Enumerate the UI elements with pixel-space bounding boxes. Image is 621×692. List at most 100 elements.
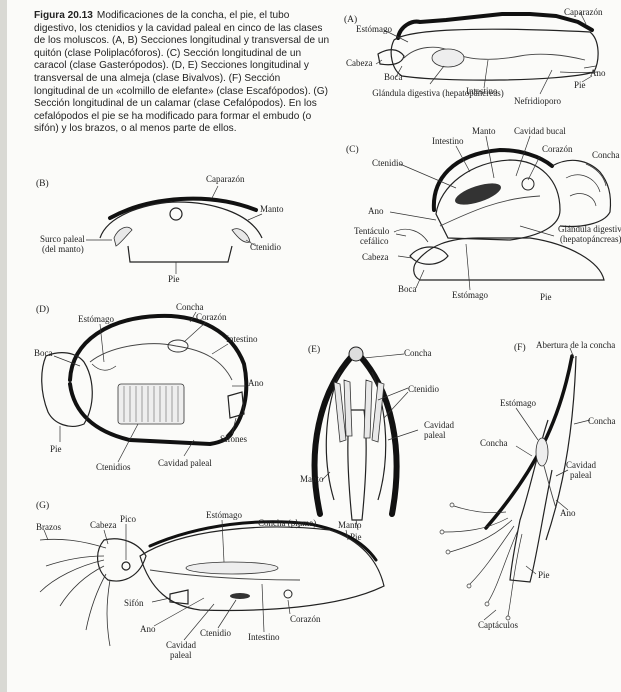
panel-b: (B) Caparazón Manto Surco paleal (del ma… (36, 174, 284, 284)
label-b-manto: Manto (260, 204, 284, 214)
label-e-concha: Concha (404, 348, 432, 358)
panel-f-letter: (F) (514, 342, 526, 353)
panel-e: (E) Concha Ctenidio Cavidad paleal Manto… (300, 344, 454, 542)
chiton-digestive-gland (432, 49, 464, 67)
label-g-brazos: Brazos (36, 522, 61, 532)
label-d-sifones: Sifones (220, 434, 247, 444)
label-d-concha: Concha (176, 302, 204, 312)
label-c-intestino: Intestino (432, 136, 464, 146)
panel-d-letter: (D) (36, 304, 49, 315)
chiton-b-ctenidium-left (114, 227, 132, 246)
label-a-ano: Ano (590, 68, 606, 78)
label-c-boca: Boca (398, 284, 417, 294)
label-d-corazon: Corazón (196, 312, 227, 322)
label-b-pie: Pie (168, 274, 180, 284)
squid-head (98, 539, 146, 581)
label-a-intestino: Intestino (466, 86, 498, 96)
clam-e-gill-2 (344, 380, 352, 436)
chiton-b-gut (170, 208, 182, 220)
squid-heart (284, 590, 292, 598)
clam-intestine (90, 344, 232, 380)
label-e-manto: Manto (300, 474, 324, 484)
label-d-intestino: Intestino (226, 334, 258, 344)
panel-c: (C) Manto Intestino Cavidad bucal Corazó… (346, 126, 621, 302)
label-a-estomago: Estómago (356, 24, 392, 34)
clam-e-gill-3 (364, 380, 372, 438)
label-d-pie: Pie (50, 444, 62, 454)
label-b-ctenidio: Ctenidio (250, 242, 281, 252)
label-f-ano: Ano (560, 508, 576, 518)
chiton-b-foot (128, 246, 232, 262)
label-a-nefridioporo: Nefridioporo (514, 96, 561, 106)
label-a-cabeza: Cabeza (346, 58, 372, 68)
snail-foot (414, 238, 604, 280)
panel-g: (G) Brazos Cabeza Pico Estó (36, 500, 384, 660)
label-b-surco: Surco paleal (40, 234, 85, 244)
label-c-estomago: Estómago (452, 290, 488, 300)
panel-d: (D) Concha Estómago Corazón Intestino Bo… (34, 302, 264, 472)
label-g-cabeza: Cabeza (90, 520, 116, 530)
squid-stomach (186, 562, 278, 574)
clam-e-hinge (349, 347, 363, 361)
label-c-manto: Manto (472, 126, 496, 136)
label-d-estomago: Estómago (78, 314, 114, 324)
label-c-tentaculo: Tentáculo (354, 226, 390, 236)
clam-ctenidia (118, 384, 184, 424)
clam-siphons (228, 392, 244, 418)
label-d-boca: Boca (34, 348, 53, 358)
panel-a: (A) Caparazón Estómago Cabeza Boca Glánd… (344, 7, 606, 106)
clam-stomach (92, 364, 116, 370)
label-g-estomago: Estómago (206, 510, 242, 520)
chiton-b-ctenidium-right (232, 229, 250, 243)
snail-whorl-line-3 (586, 164, 606, 186)
label-f-estomago: Estómago (500, 398, 536, 408)
label-c-glandula-2: (hepatopáncreas) (560, 234, 621, 244)
label-g-ano: Ano (140, 624, 156, 634)
label-f-captaculos: Captáculos (478, 620, 518, 630)
label-f-pie: Pie (538, 570, 550, 580)
label-d-ano: Ano (248, 378, 264, 388)
label-e-cavidad: Cavidad (424, 420, 454, 430)
panel-e-letter: (E) (308, 344, 320, 355)
label-c-cavidad-bucal: Cavidad bucal (514, 126, 566, 136)
label-e-cavidad-2: paleal (424, 430, 446, 440)
label-c-pie: Pie (540, 292, 552, 302)
label-f-concha-right: Concha (588, 416, 616, 426)
label-e-ctenidio: Ctenidio (408, 384, 439, 394)
label-c-cabeza: Cabeza (362, 252, 388, 262)
panel-c-letter: (C) (346, 144, 359, 155)
label-g-ctenidio: Ctenidio (200, 628, 231, 638)
label-d-ctenidios: Ctenidios (96, 462, 131, 472)
snail-whorl-line-2 (570, 194, 596, 206)
tusk-stomach (536, 438, 548, 466)
panel-b-letter: (B) (36, 178, 49, 189)
label-g-manto: Manto (338, 520, 362, 530)
snail-body-whorl (436, 160, 560, 240)
label-c-tentaculo-2: cefálico (360, 236, 389, 246)
squid-arms (40, 539, 110, 646)
label-f-abertura: Abertura de la concha (536, 340, 615, 350)
squid-siphon (170, 590, 188, 604)
snail-tentacle (394, 229, 428, 242)
label-b-surco-2: (del manto) (42, 244, 84, 254)
panel-g-letter: (G) (36, 500, 49, 511)
label-c-ano: Ano (368, 206, 384, 216)
label-g-intestino: Intestino (248, 632, 280, 642)
label-g-concha: Concha (pluma) (258, 518, 316, 528)
clam-e-gill-4 (372, 382, 384, 442)
label-g-pico: Pico (120, 514, 137, 524)
label-a-caparazon: Caparazón (564, 7, 603, 17)
label-c-concha: Concha (592, 150, 620, 160)
label-f-cavidad: Cavidad (566, 460, 596, 470)
label-g-corazon: Corazón (290, 614, 321, 624)
label-g-cavidad: Cavidad (166, 640, 196, 650)
label-a-boca: Boca (384, 72, 403, 82)
label-c-glandula: Glándula digestiva (558, 224, 621, 234)
snail-shell-lip (434, 150, 552, 210)
squid-ctenidium (230, 593, 250, 599)
squid-beak (122, 562, 130, 570)
label-c-corazon: Corazón (542, 144, 573, 154)
chiton-gut (404, 47, 585, 60)
tusk-captacula (440, 503, 522, 620)
